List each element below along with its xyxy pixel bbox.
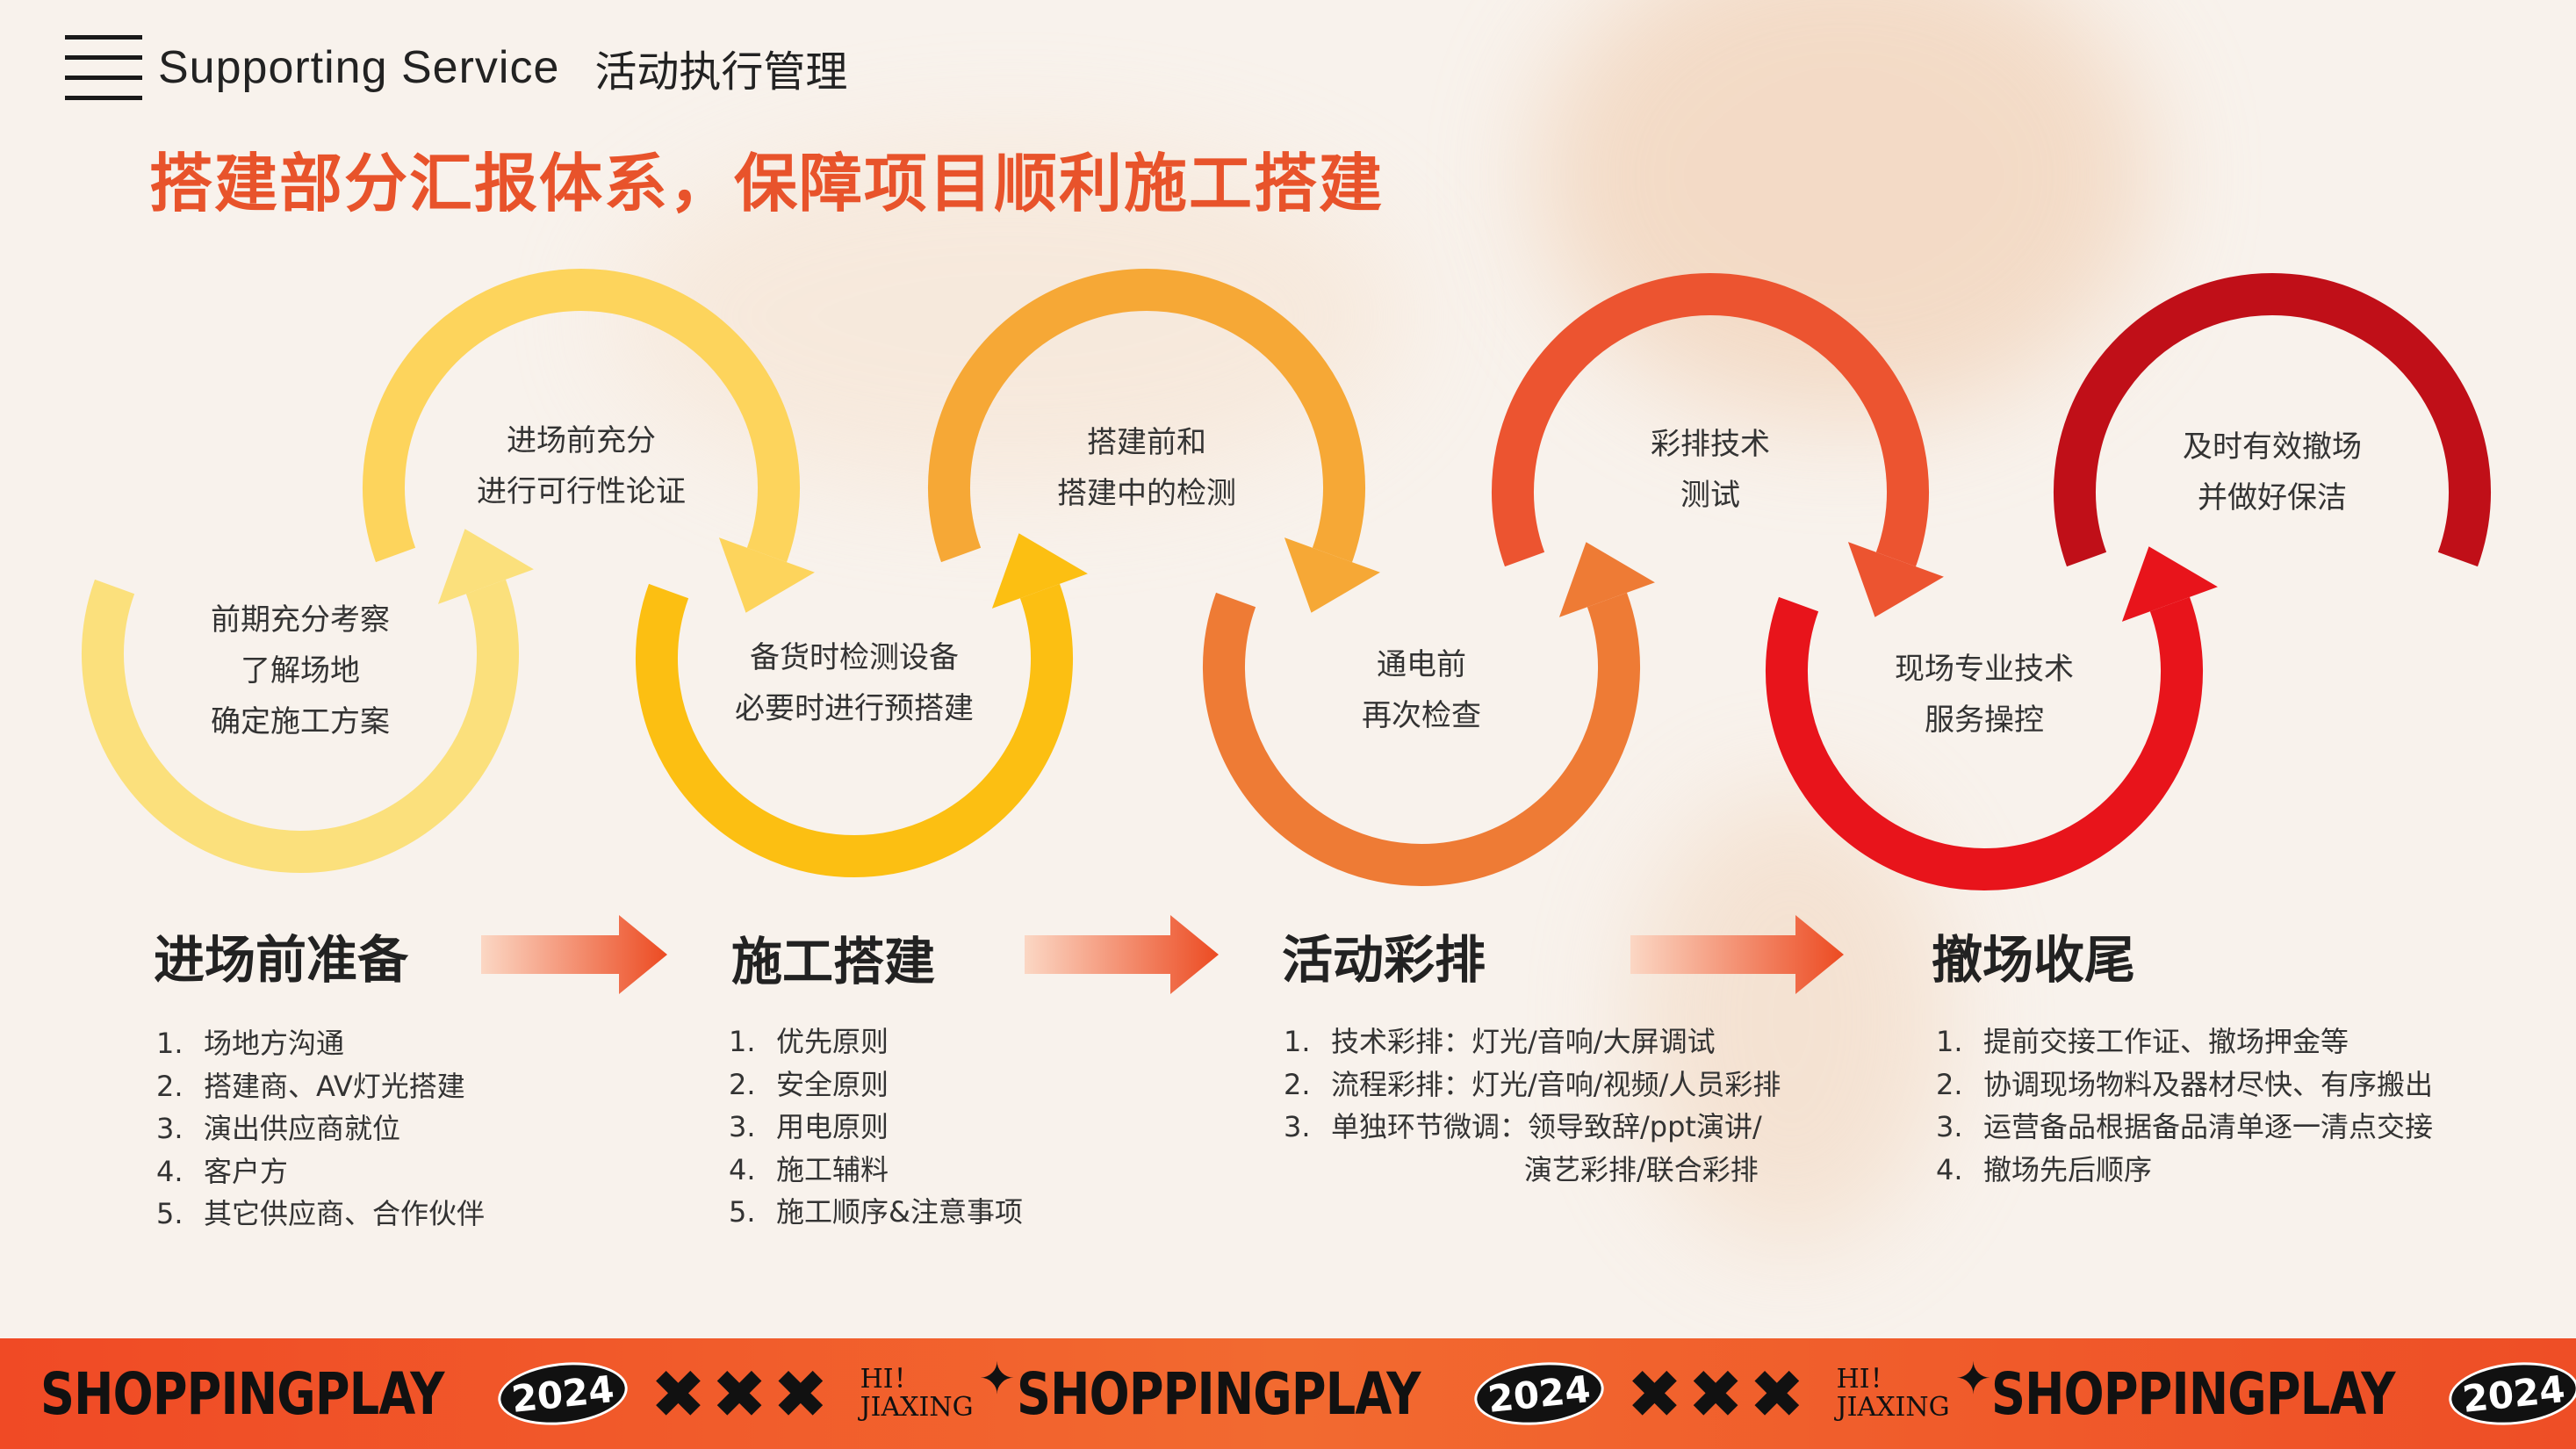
- loop-arc: [363, 269, 800, 563]
- stage-arrows: [481, 915, 1844, 994]
- loop-text-line: 测试: [1680, 478, 1740, 513]
- list-item: 4.撤场先后顺序: [1936, 1152, 2153, 1186]
- list-item: 3.运营备品根据备品清单逐一清点交接: [1936, 1110, 2434, 1143]
- loop-text-line: 必要时进行预搭建: [735, 691, 974, 726]
- footer-group: SHOPPINGPLAY 2024 ✖✖✖ HI！JIAXING ✦: [1017, 1338, 1992, 1449]
- loop-text-line: 并做好保洁: [2198, 480, 2347, 515]
- footer-group: SHOPPINGPLAY 2024: [1991, 1338, 2576, 1449]
- loop-text-1: 前期充分考察 了解场地 确定施工方案: [211, 595, 390, 747]
- menu-icon[interactable]: [65, 35, 142, 100]
- loop-text-line: 现场专业技术: [1895, 652, 2074, 687]
- loop-arrowhead: [718, 537, 815, 613]
- list-item: 1.场地方沟通: [156, 1027, 345, 1060]
- header: Supporting Service 活动执行管理: [65, 35, 847, 100]
- list-item: 2.协调现场物料及器材尽快、有序搬出: [1936, 1067, 2434, 1101]
- list-item-continuation: 演艺彩排/联合彩排: [1524, 1152, 1759, 1186]
- list-item: 1.优先原则: [729, 1025, 889, 1058]
- loop-arrowhead: [1558, 542, 1655, 617]
- footer-xxx: ✖✖✖: [1626, 1354, 1810, 1433]
- sparkle-icon: ✦: [1954, 1353, 1992, 1404]
- loop-text-line: 进行可行性论证: [477, 474, 686, 509]
- loop-text-line: 搭建中的检测: [1057, 476, 1236, 511]
- loop-arrowhead: [1284, 537, 1380, 613]
- loop-arrows: [82, 269, 2491, 890]
- loop-text-line: 搭建前和: [1087, 425, 1206, 460]
- sparkle-icon: ✦: [978, 1353, 1016, 1404]
- loop-text-line: 服务操控: [1925, 703, 2044, 738]
- loop-arc: [2054, 273, 2491, 567]
- loop-arc: [1766, 596, 2203, 890]
- stage-list-2: 1.优先原则 2.安全原则 3.用电原则 4.施工辅料 5.施工顺序&注意事项: [729, 1020, 1023, 1234]
- loop-arc: [1492, 273, 1929, 567]
- footer-year-badge: 2024: [494, 1356, 630, 1431]
- list-item: 2.流程彩排：灯光/音响/视频/人员彩排: [1284, 1067, 1781, 1101]
- stage-arrow-1: [481, 915, 667, 994]
- list-item: 1.提前交接工作证、撤场押金等: [1936, 1025, 2349, 1058]
- loop-text-7: 现场专业技术 服务操控: [1895, 644, 2074, 746]
- list-item: 3.用电原则: [729, 1110, 889, 1143]
- footer-city: JIAXING: [1836, 1392, 1950, 1423]
- loop-text-line: 备货时检测设备: [750, 640, 959, 675]
- loop-arc: [82, 579, 519, 873]
- list-item: 3.演出供应商就位: [156, 1112, 401, 1145]
- loop-text-3: 备货时检测设备 必要时进行预搭建: [735, 632, 974, 734]
- list-item: 4.施工辅料: [729, 1152, 889, 1186]
- list-item: 2.搭建商、AV灯光搭建: [156, 1069, 465, 1103]
- footer-banner: SHOPPINGPLAY 2024 ✖✖✖ HI！JIAXING ✦ SHOPP…: [0, 1338, 2576, 1449]
- loop-text-2: 进场前充分 进行可行性论证: [477, 415, 686, 517]
- loop-text-line: 进场前充分: [507, 423, 656, 458]
- footer-hi-jiaxing: HI！JIAXING: [860, 1366, 974, 1422]
- stage-list-1: 1.场地方沟通 2.搭建商、AV灯光搭建 3.演出供应商就位 4.客户方 5.其…: [156, 1022, 485, 1236]
- footer-brand: SHOPPINGPLAY: [1991, 1359, 2395, 1428]
- loop-text-line: 通电前: [1377, 647, 1466, 682]
- loop-text-line: 确定施工方案: [211, 704, 390, 739]
- footer-brand: SHOPPINGPLAY: [1017, 1359, 1421, 1428]
- loop-text-line: 及时有效撤场: [2183, 429, 2362, 465]
- loop-arc: [928, 269, 1365, 563]
- list-item: 1.技术彩排：灯光/音响/大屏调试: [1284, 1025, 1716, 1058]
- loop-arc: [1203, 592, 1640, 886]
- stage-title-3: 活动彩排: [1282, 930, 1486, 990]
- loop-text-6: 彩排技术 测试: [1651, 419, 1770, 521]
- stage-arrow-3: [1630, 915, 1844, 994]
- page-title: 搭建部分汇报体系，保障项目顺利施工搭建: [149, 147, 1385, 220]
- list-item: 4.客户方: [156, 1154, 289, 1188]
- loop-arrowhead: [1847, 542, 1944, 617]
- stage-title-2: 施工搭建: [731, 932, 936, 991]
- loop-text-line: 再次检查: [1362, 698, 1481, 733]
- list-item: 2.安全原则: [729, 1067, 889, 1101]
- footer-year-badge: 2024: [2445, 1356, 2576, 1431]
- stage-arrow-2: [1025, 915, 1219, 994]
- footer-xxx: ✖✖✖: [650, 1354, 834, 1433]
- loop-arrowhead: [991, 533, 1088, 609]
- footer-group: SHOPPINGPLAY 2024 ✖✖✖ HI！JIAXING ✦: [40, 1338, 1016, 1449]
- footer-brand: SHOPPINGPLAY: [40, 1359, 444, 1428]
- footer-city: JIAXING: [860, 1392, 974, 1423]
- loop-text-8: 及时有效撤场 并做好保洁: [2183, 422, 2362, 523]
- loop-text-line: 前期充分考察: [211, 602, 390, 638]
- stage-title-1: 进场前准备: [154, 930, 409, 990]
- footer-hi: HI！: [860, 1364, 920, 1395]
- footer-hi: HI！: [1836, 1364, 1896, 1395]
- footer-year-badge: 2024: [1471, 1356, 1607, 1431]
- loop-text-line: 了解场地: [241, 653, 360, 688]
- loop-arc: [636, 583, 1073, 877]
- list-item: 3.单独环节微调：领导致辞/ppt演讲/: [1284, 1110, 1762, 1143]
- loop-arrowhead: [437, 529, 534, 604]
- stage-title-4: 撤场收尾: [1932, 930, 2136, 990]
- loop-text-5: 通电前 再次检查: [1362, 639, 1481, 741]
- list-item: 5.其它供应商、合作伙伴: [156, 1197, 486, 1230]
- stage-list-3: 1.技术彩排：灯光/音响/大屏调试 2.流程彩排：灯光/音响/视频/人员彩排 3…: [1284, 1020, 1781, 1191]
- list-item: 5.施工顺序&注意事项: [729, 1195, 1023, 1229]
- footer-hi-jiaxing: HI！JIAXING: [1837, 1366, 1950, 1422]
- loop-text-4: 搭建前和 搭建中的检测: [1057, 417, 1236, 519]
- loop-text-line: 彩排技术: [1651, 427, 1770, 462]
- header-subtitle-en: Supporting Service: [158, 42, 560, 93]
- header-subtitle-cn: 活动执行管理: [594, 47, 848, 97]
- stage-list-4: 1.提前交接工作证、撤场押金等 2.协调现场物料及器材尽快、有序搬出 3.运营备…: [1936, 1020, 2433, 1191]
- loop-arrowhead: [2121, 546, 2218, 622]
